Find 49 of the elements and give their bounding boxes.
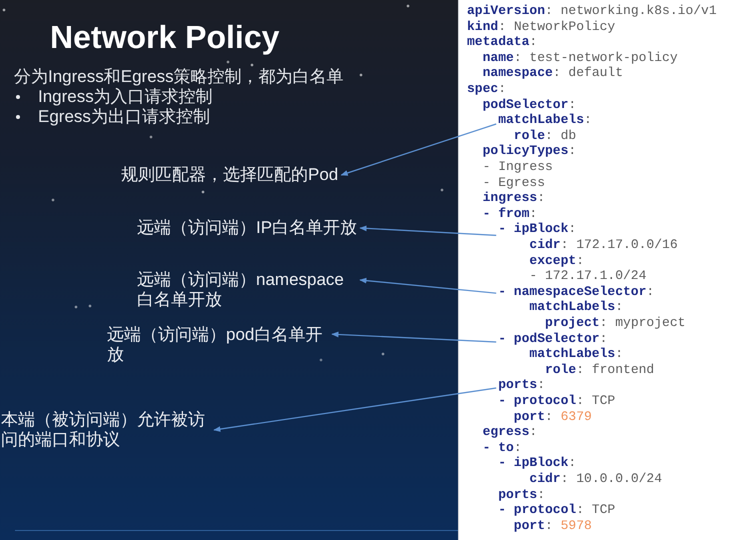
code-line: role: db bbox=[514, 128, 576, 144]
code-line: name: test-network-policy bbox=[482, 50, 678, 66]
code-line: - podSelector: bbox=[498, 330, 608, 346]
code-line: cidr: 172.17.0.0/16 bbox=[529, 237, 678, 253]
code-line: project: myproject bbox=[545, 315, 686, 331]
code-line: - from: bbox=[482, 206, 538, 222]
code-line: kind: NetworkPolicy bbox=[467, 18, 616, 34]
code-line: - Egress bbox=[482, 174, 546, 190]
annotation-arrow bbox=[359, 225, 496, 236]
code-line: apiVersion: networking.k8s.io/v1 bbox=[467, 3, 717, 19]
code-line: except: bbox=[529, 252, 584, 268]
annotation-arrow bbox=[359, 278, 496, 294]
code-line: - to: bbox=[482, 440, 522, 456]
code-line: cidr: 10.0.0.0/24 bbox=[529, 471, 662, 487]
annotation-text: 本端（被访问端）允许被访问的端口和协议 bbox=[1, 410, 211, 450]
code-line: port: 6379 bbox=[514, 408, 592, 424]
code-line: egress: bbox=[482, 424, 538, 440]
code-line: ports: bbox=[498, 377, 546, 393]
code-line: podSelector: bbox=[482, 96, 576, 112]
code-line: spec: bbox=[467, 81, 506, 97]
annotation-arrow bbox=[331, 332, 496, 343]
list-item-text: Ingress为入口请求控制 bbox=[38, 87, 213, 107]
code-line: - protocol: TCP bbox=[498, 502, 616, 518]
code-line: - 172.17.1.0/24 bbox=[529, 268, 646, 284]
annotation-arrow bbox=[340, 123, 496, 176]
code-line: ingress: bbox=[482, 190, 546, 206]
code-line: policyTypes: bbox=[482, 143, 576, 159]
code-line: metadata: bbox=[467, 34, 538, 50]
code-line: - namespaceSelector: bbox=[498, 284, 654, 300]
code-line: - protocol: TCP bbox=[498, 393, 616, 409]
code-line: namespace: default bbox=[482, 65, 624, 81]
slide-title: Network Policy bbox=[50, 18, 280, 56]
code-panel bbox=[458, 0, 729, 540]
code-line: - Ingress bbox=[482, 159, 553, 175]
code-line: matchLabels: bbox=[529, 346, 624, 362]
code-line: matchLabels: bbox=[529, 299, 624, 315]
code-line: port: 5978 bbox=[514, 518, 592, 534]
annotation-text: 远端（访问端）IP白名单开放 bbox=[137, 218, 358, 238]
list-item-text: Egress为出口请求控制 bbox=[38, 107, 210, 127]
annotation-text: 远端（访问端）namespace白名单开放 bbox=[137, 270, 357, 310]
code-line: - ipBlock: bbox=[498, 455, 576, 471]
code-line: - ipBlock: bbox=[498, 221, 576, 237]
code-line: matchLabels: bbox=[498, 112, 592, 128]
code-line: role: frontend bbox=[545, 362, 654, 378]
annotation-text: 规则匹配器，选择匹配的Pod bbox=[121, 165, 338, 185]
code-line: ports: bbox=[498, 486, 546, 502]
intro-text: 分为Ingress和Egress策略控制，都为白名单 bbox=[14, 67, 344, 87]
annotation-arrow bbox=[213, 387, 496, 432]
annotation-text: 远端（访问端）pod白名单开放 bbox=[107, 325, 329, 365]
